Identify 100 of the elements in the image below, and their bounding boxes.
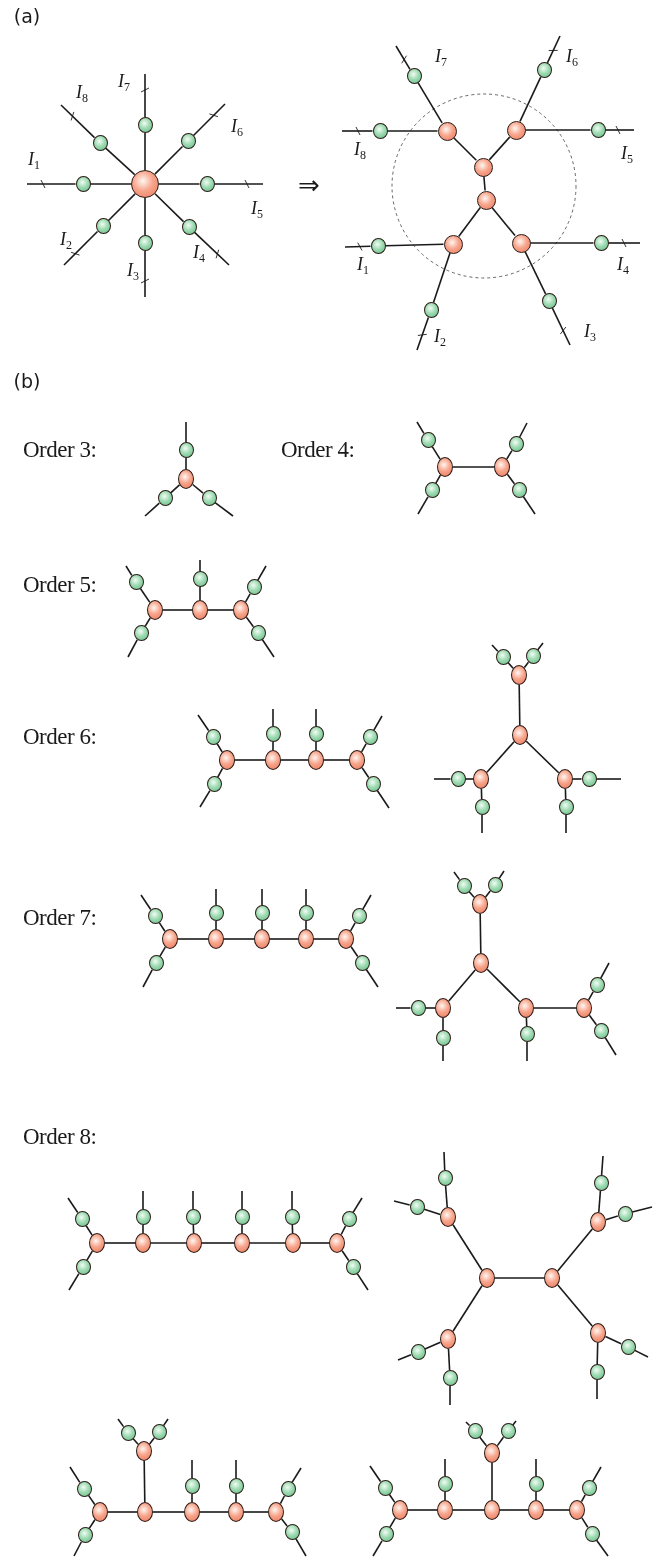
open-leg-line xyxy=(191,1459,193,1479)
open-leg-line xyxy=(417,496,429,515)
connector-line xyxy=(305,920,307,930)
leg-node xyxy=(584,1526,600,1542)
core-node xyxy=(472,894,488,914)
connector-line xyxy=(235,1493,237,1503)
leg-node xyxy=(410,1344,426,1360)
open-leg-line xyxy=(144,73,146,118)
index-label: I$_{8}$ xyxy=(354,139,366,163)
core-node xyxy=(233,600,249,620)
panel-label: (a) xyxy=(13,5,41,27)
open-leg-line xyxy=(600,962,610,979)
leg-node xyxy=(409,1199,425,1215)
open-leg-line xyxy=(305,888,307,906)
open-leg-line xyxy=(631,1206,653,1213)
open-leg-line xyxy=(63,230,99,266)
core-node xyxy=(349,750,365,770)
connector-line xyxy=(244,593,251,603)
open-leg-line xyxy=(595,1539,609,1557)
open-leg-line xyxy=(416,421,425,435)
connector-line xyxy=(581,1517,589,1529)
connector-line xyxy=(199,586,201,601)
connector-line xyxy=(86,1250,94,1261)
leg-node xyxy=(354,955,370,971)
connector-line xyxy=(452,1509,485,1511)
open-leg-line xyxy=(592,1466,602,1482)
connector-line xyxy=(407,1509,438,1511)
connector-line xyxy=(341,1249,350,1262)
leg-node xyxy=(365,776,381,792)
core-node xyxy=(92,1502,108,1522)
connector-line xyxy=(280,1518,288,1527)
core-node xyxy=(484,1443,500,1463)
core-node xyxy=(268,1502,284,1522)
connector-line xyxy=(543,1509,570,1511)
connector-line xyxy=(234,759,266,761)
leg-node xyxy=(508,436,524,452)
index-label: I$_{3}$ xyxy=(584,321,596,345)
core-node xyxy=(544,1268,560,1288)
index-label: I$_{7}$ xyxy=(118,71,130,95)
leg-node xyxy=(250,625,266,641)
open-leg-line xyxy=(73,1541,83,1557)
leg-node xyxy=(362,729,378,745)
open-leg-line xyxy=(634,1349,649,1358)
connector-line xyxy=(588,1014,598,1026)
open-leg-line xyxy=(144,250,146,298)
core-node xyxy=(208,929,224,949)
connector-line xyxy=(432,252,451,304)
leg-node xyxy=(180,133,196,149)
connector-line xyxy=(191,483,204,494)
index-label: I$_{8}$ xyxy=(76,82,88,106)
connector-line xyxy=(442,1017,444,1031)
connector-line xyxy=(533,1007,577,1009)
open-leg-line xyxy=(344,245,372,248)
index-label: I$_{4}$ xyxy=(193,242,205,266)
open-leg-line xyxy=(291,1190,293,1210)
core-node xyxy=(443,234,463,254)
open-leg-line xyxy=(416,316,430,351)
core-node xyxy=(437,121,457,141)
open-leg-line xyxy=(341,130,374,132)
leg-node xyxy=(424,482,440,498)
connector-line xyxy=(159,946,167,957)
connector-line xyxy=(152,1511,185,1513)
connector-line xyxy=(529,242,595,244)
implies-symbol: ⇒ xyxy=(298,170,320,200)
open-leg-line xyxy=(444,1458,446,1477)
leg-node xyxy=(456,878,472,894)
open-leg-line xyxy=(67,1197,79,1214)
connector-line xyxy=(88,1519,96,1530)
connector-line xyxy=(452,466,495,468)
core-node xyxy=(437,1500,453,1520)
open-leg-line xyxy=(291,1467,302,1484)
open-leg-line xyxy=(199,789,211,808)
core-node xyxy=(506,120,526,140)
connector-line xyxy=(431,445,441,460)
connector-line xyxy=(191,1493,193,1503)
connector-line xyxy=(480,788,483,800)
open-leg-line xyxy=(214,501,234,517)
core-node xyxy=(440,1329,456,1349)
connector-line xyxy=(177,938,209,940)
leg-node xyxy=(467,1423,483,1439)
open-leg-line xyxy=(140,894,152,911)
connector-line xyxy=(605,1215,619,1221)
leg-node xyxy=(495,649,511,665)
connector-line xyxy=(291,1224,294,1234)
leg-node xyxy=(593,1023,609,1039)
core-node xyxy=(147,600,163,620)
open-leg-line xyxy=(213,183,264,185)
open-leg-line xyxy=(449,1385,451,1406)
open-leg-line xyxy=(433,778,452,780)
leg-node xyxy=(205,729,221,745)
leg-node xyxy=(76,1481,92,1497)
core-node xyxy=(192,600,208,620)
open-leg-line xyxy=(117,1418,125,1428)
connector-line xyxy=(389,1517,397,1528)
leg-node xyxy=(120,1425,136,1441)
connector-line xyxy=(313,938,339,940)
core-node xyxy=(254,929,270,949)
leg-node xyxy=(450,771,466,787)
open-leg-line xyxy=(295,1538,307,1557)
leg-node xyxy=(558,799,574,815)
